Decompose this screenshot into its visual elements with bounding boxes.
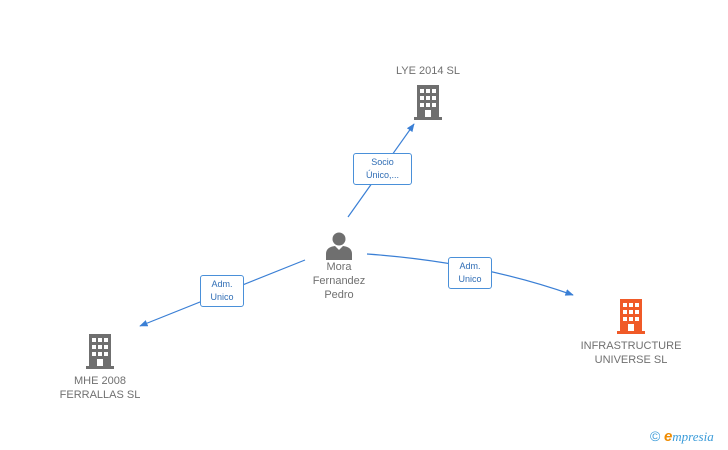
edge-label-line: Único,...	[365, 170, 399, 180]
edge-label-mhe[interactable]: Adm. Unico	[200, 275, 244, 307]
node-mhe[interactable]: MHE 2008 FERRALLAS SL	[40, 332, 160, 402]
edge-label-infra[interactable]: Adm. Unico	[448, 257, 492, 289]
empresia-credit[interactable]: © empresia	[650, 428, 714, 445]
node-lye[interactable]: LYE 2014 SL	[376, 64, 480, 121]
edge-label-line: Adm.	[459, 261, 481, 271]
edge-label-line: Unico	[458, 274, 482, 284]
empresia-logo-text: mpresia	[672, 429, 714, 444]
copyright-symbol: ©	[650, 428, 661, 444]
person-icon	[326, 232, 352, 260]
edge-label-line: Adm.	[211, 279, 233, 289]
node-label-line: Fernandez	[312, 275, 366, 287]
node-label-line: FERRALLAS SL	[59, 389, 141, 401]
node-label-line: INFRASTRUCTURE	[580, 340, 682, 352]
node-label-line: LYE 2014 SL	[395, 65, 460, 77]
edge-label-line: Unico	[210, 292, 234, 302]
node-label-line: MHE 2008	[74, 375, 126, 387]
node-label-line: Pedro	[324, 289, 354, 301]
building-icon	[414, 85, 442, 120]
edge-label-line: Socio	[371, 157, 394, 167]
building-icon	[86, 334, 114, 369]
edge-label-lye[interactable]: Socio Único,...	[353, 153, 412, 185]
node-label-line: Mora	[326, 261, 352, 273]
node-infra[interactable]: INFRASTRUCTURE UNIVERSE SL	[560, 297, 702, 367]
empresia-logo-initial: e	[663, 428, 673, 445]
node-person[interactable]: Mora Fernandez Pedro	[296, 230, 382, 302]
node-label-line: UNIVERSE SL	[594, 354, 668, 366]
building-icon	[617, 299, 645, 334]
